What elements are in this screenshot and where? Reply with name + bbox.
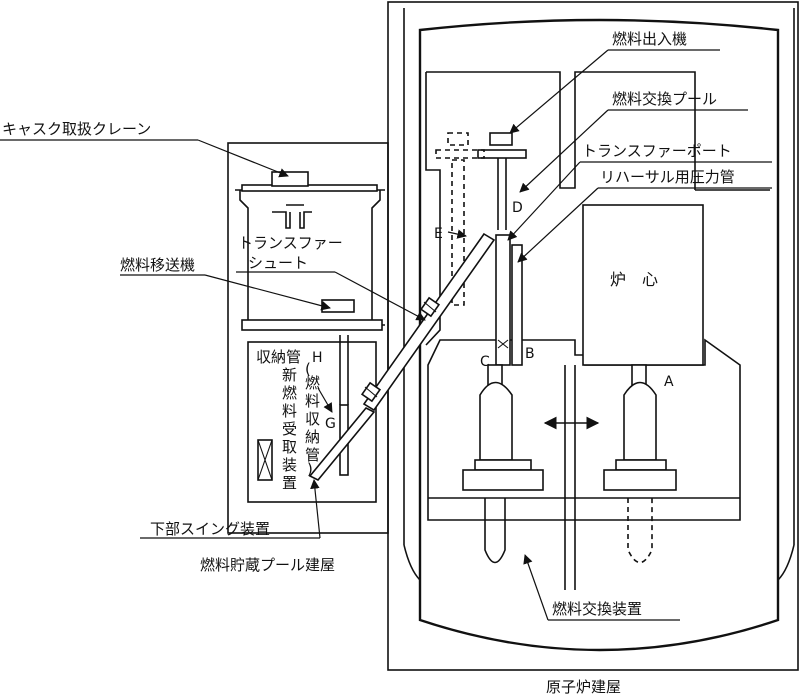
marker-H: H xyxy=(312,350,323,366)
marker-D: D xyxy=(512,200,523,216)
svg-text:新: 新 xyxy=(282,366,297,384)
label-storage-tube: 収納管 xyxy=(256,348,301,366)
fuel-capsule-left xyxy=(462,364,544,564)
label-cask-crane: キャスク取扱クレーン xyxy=(2,120,151,138)
svg-text:管: 管 xyxy=(305,446,320,464)
svg-text:置: 置 xyxy=(282,474,297,492)
label-rehearsal-pressure-tube: リハーサル用圧力管 xyxy=(600,168,735,186)
marker-E: E xyxy=(434,226,443,242)
reactor-core: 炉 心 xyxy=(582,204,704,366)
label-fuel-storage-pool-building: 燃料貯蔵プール建屋 xyxy=(200,556,335,574)
svg-text:(: ( xyxy=(305,360,311,378)
label-transfer-chute-1: トランスファー xyxy=(238,234,343,252)
svg-text:取: 取 xyxy=(282,438,297,456)
leader-lines xyxy=(0,49,772,621)
label-transfer-port: トランスファーポート xyxy=(582,142,732,160)
transfer-port-tube xyxy=(495,234,511,366)
svg-text:受: 受 xyxy=(282,420,297,438)
fuel-handling-machine-shape xyxy=(477,132,527,230)
svg-text:料: 料 xyxy=(282,402,297,420)
svg-text:装: 装 xyxy=(282,456,297,474)
marker-G: G xyxy=(325,416,336,432)
label-reactor-building: 原子炉建屋 xyxy=(546,678,621,696)
svg-text:): ) xyxy=(307,460,313,478)
fuel-capsule-right xyxy=(603,364,677,564)
svg-text:収: 収 xyxy=(305,410,320,428)
rehearsal-tube xyxy=(511,244,523,366)
svg-text:料: 料 xyxy=(305,392,320,410)
label-fuel-handling-machine: 燃料出入機 xyxy=(612,30,687,48)
label-transfer-chute-2: シュート xyxy=(248,254,308,272)
marker-B: B xyxy=(525,346,535,362)
label-lower-swing-device: 下部スイング装置 xyxy=(150,520,270,538)
core-label: 炉 心 xyxy=(610,270,658,289)
label-fuel-transfer-machine: 燃料移送機 xyxy=(120,256,195,274)
svg-text:納: 納 xyxy=(305,428,320,446)
transfer-chute xyxy=(308,232,496,482)
label-fuel-storage-tube: ( 燃 料 収 納 管 ) xyxy=(305,360,320,478)
label-refueling-machine: 燃料交換装置 xyxy=(552,600,642,618)
marker-A: A xyxy=(664,374,674,390)
svg-text:燃: 燃 xyxy=(305,374,320,392)
label-refueling-pool: 燃料交換プール xyxy=(612,90,717,108)
svg-text:燃: 燃 xyxy=(282,384,297,402)
label-new-fuel-receiving: 新 燃 料 受 取 装 置 xyxy=(282,366,297,492)
marker-C: C xyxy=(480,354,490,370)
